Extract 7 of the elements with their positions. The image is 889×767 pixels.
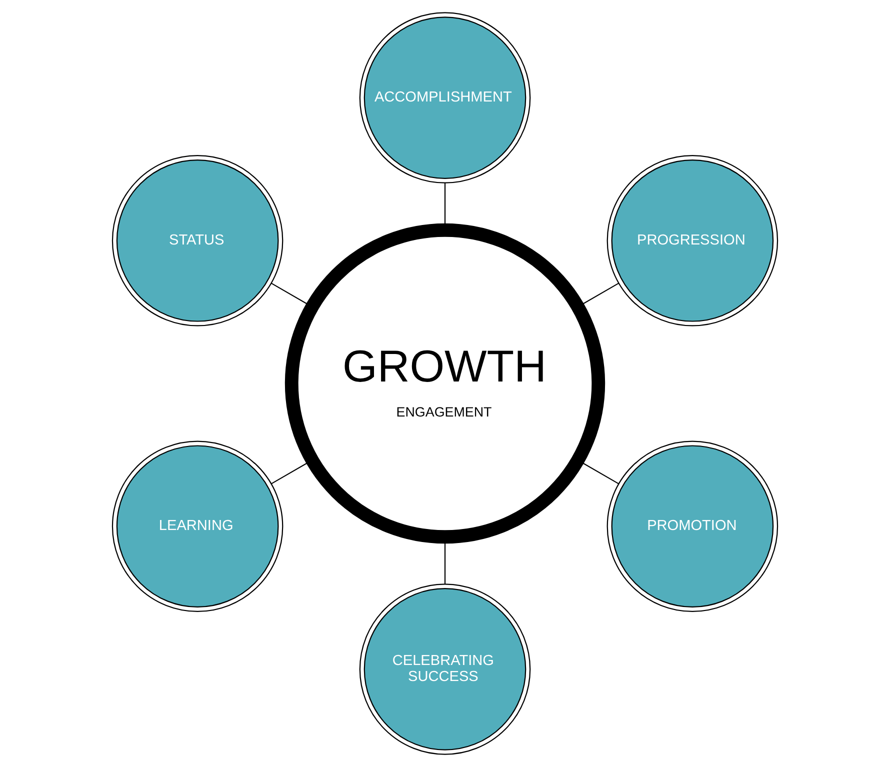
node-circle: PROGRESSION bbox=[606, 155, 778, 326]
node-circle: STATUS bbox=[111, 155, 283, 326]
node-circle: GROWTH ENGAGEMENT bbox=[284, 223, 605, 544]
node-circle: PROMOTION bbox=[606, 440, 778, 612]
node-circle: LEARNING bbox=[111, 440, 283, 612]
node-circle: ACCOMPLISHMENT bbox=[358, 12, 530, 184]
node-circle: CELEBRATING SUCCESS bbox=[358, 584, 530, 755]
